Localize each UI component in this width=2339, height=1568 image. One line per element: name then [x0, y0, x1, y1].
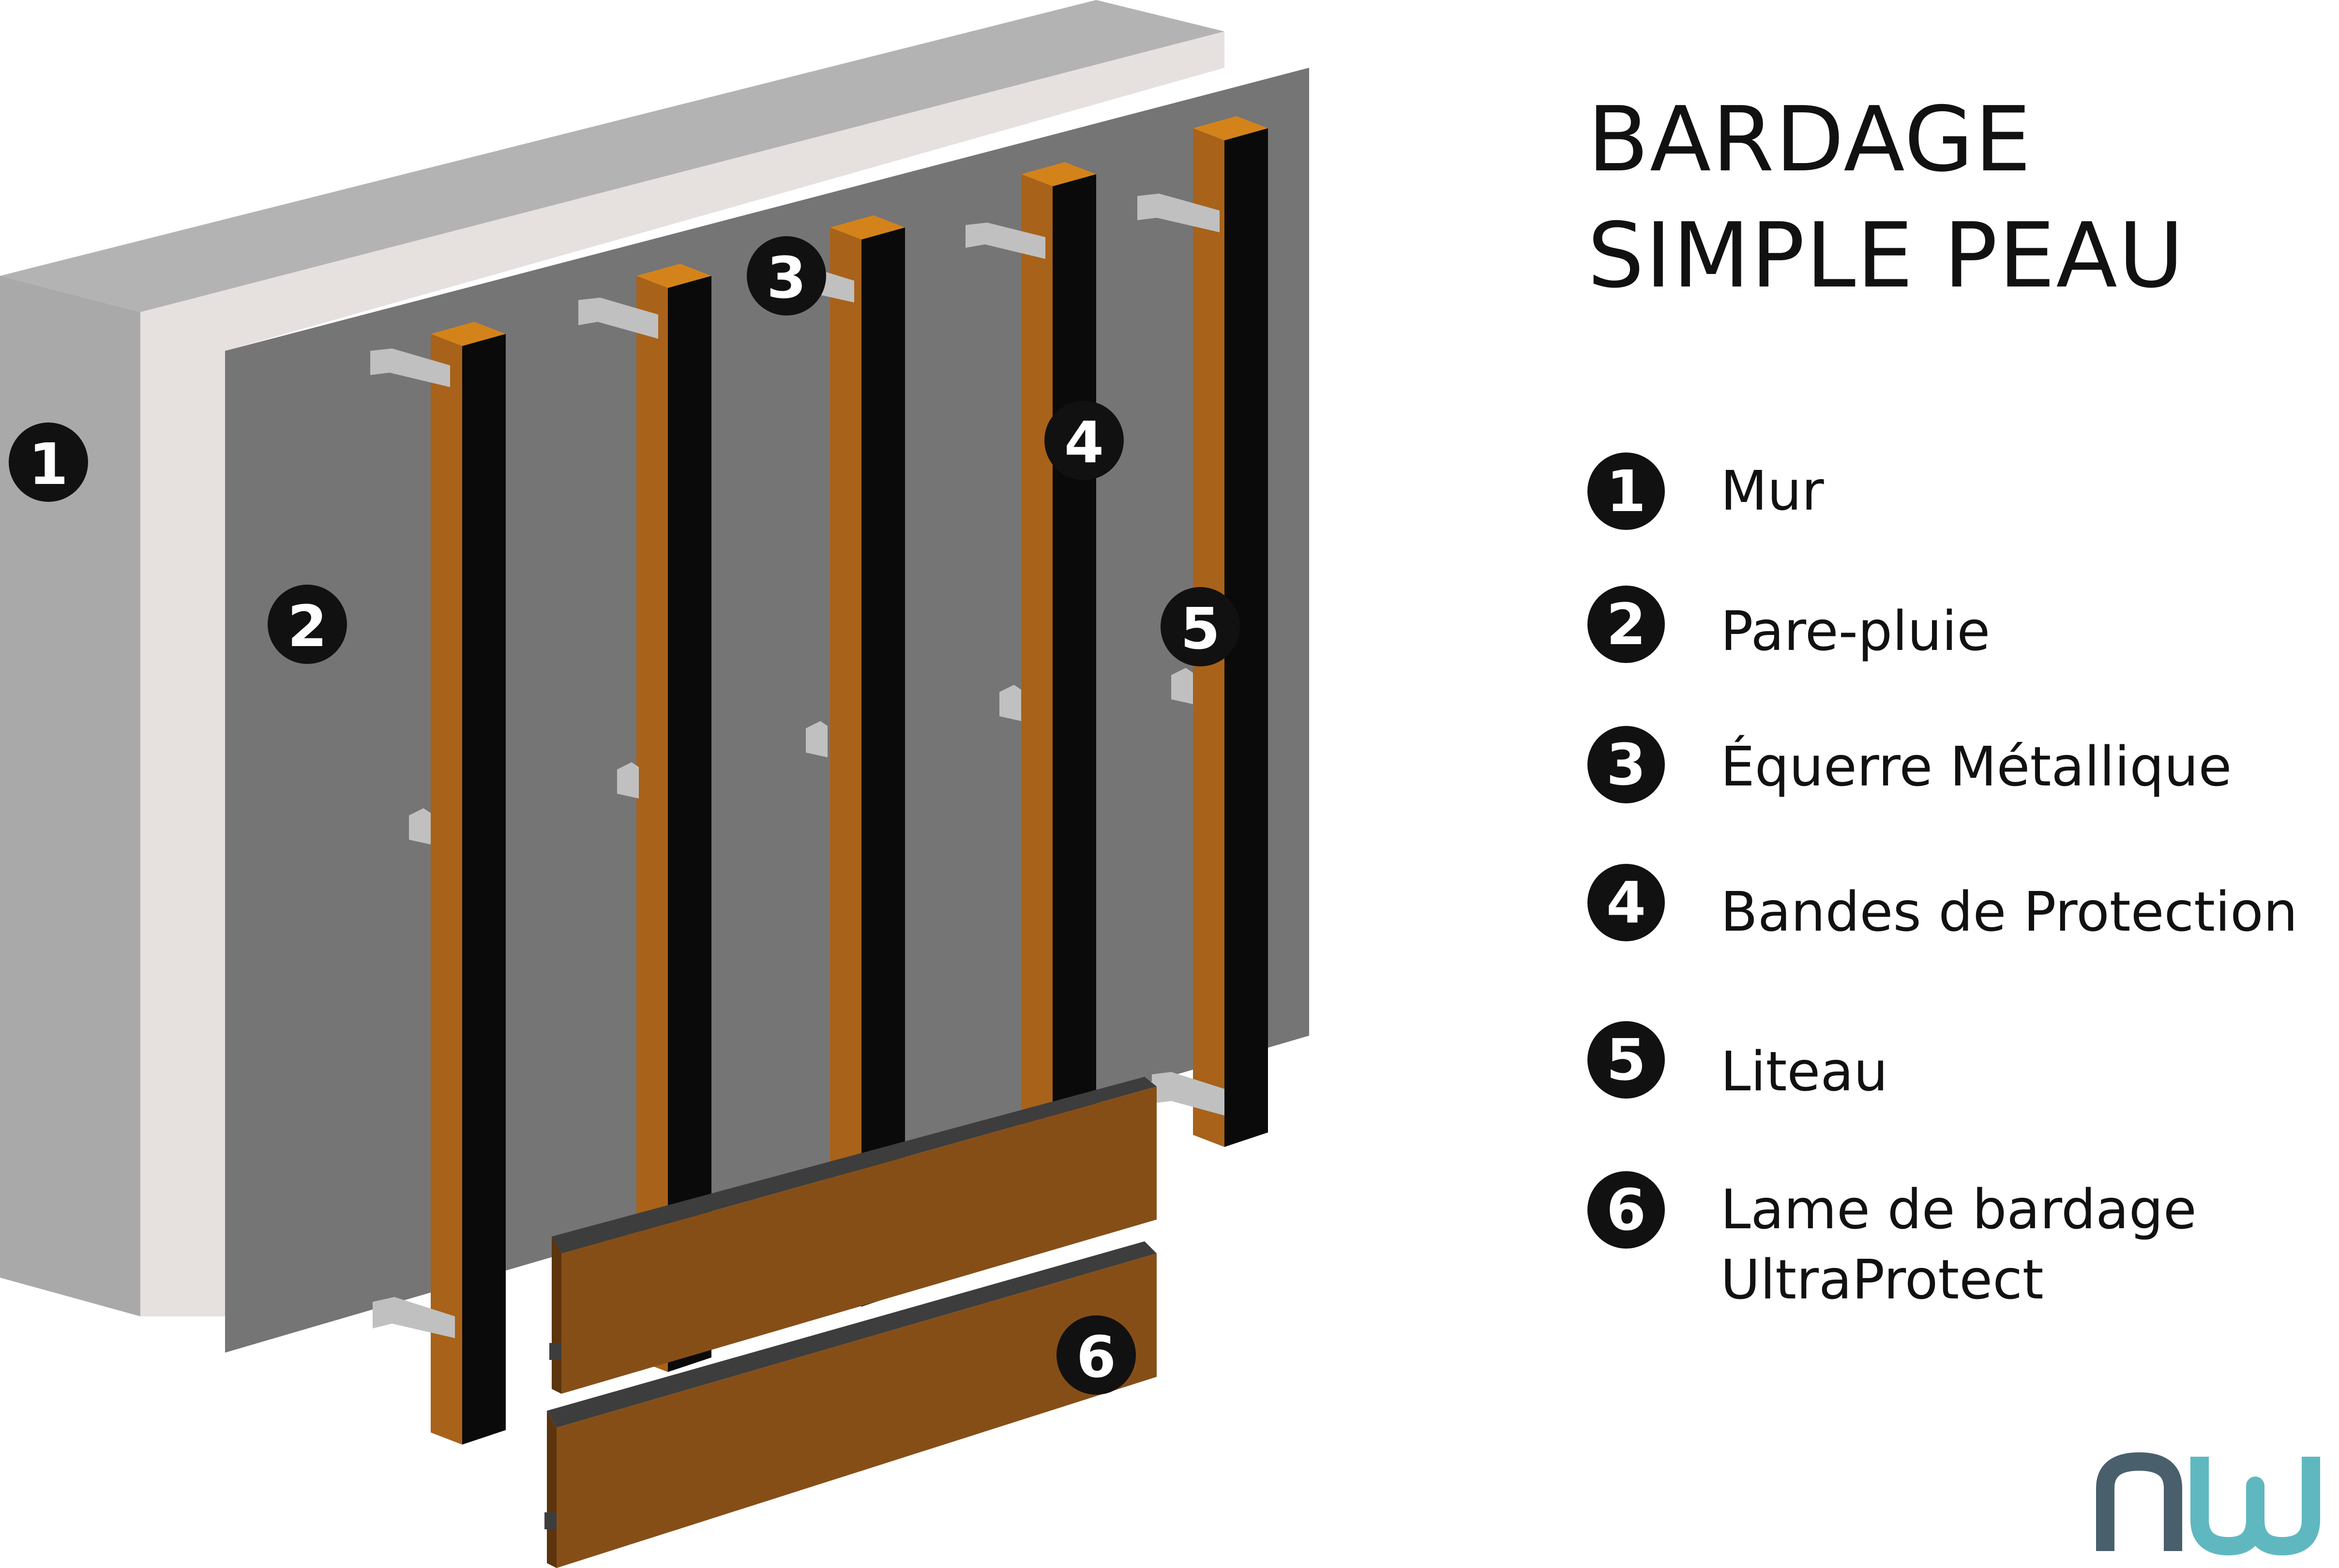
- marker-4: 4: [1044, 401, 1124, 480]
- marker-5: 5: [1161, 587, 1240, 666]
- batten-3: [830, 215, 905, 1307]
- legend-label-6: Lame de bardage: [1720, 1178, 2197, 1241]
- wall-front-face: [0, 276, 140, 1316]
- legend-number-6: 6: [1587, 1171, 1665, 1249]
- title-line-1: BARDAGE: [1587, 87, 2032, 192]
- legend-number-2: 2: [1587, 586, 1665, 663]
- legend-label-4: Bandes de Protection: [1720, 881, 2298, 944]
- marker-6: 6: [1056, 1315, 1136, 1395]
- marker-1: 1: [9, 422, 88, 502]
- marker-2: 2: [268, 585, 347, 664]
- logo-letter-w: [2190, 1457, 2320, 1555]
- batten-2: [636, 264, 711, 1372]
- legend-label-3: Équerre Métallique: [1720, 736, 2232, 799]
- legend-label-2: Pare-pluie: [1720, 600, 1991, 663]
- batten-4: [1021, 162, 1096, 1239]
- cladding-board-upper: [549, 1077, 1157, 1394]
- cladding-board-lower: [544, 1241, 1157, 1568]
- wall-top-face: [0, 0, 1224, 312]
- title-line-2: SIMPLE PEAU: [1587, 203, 2185, 308]
- svg-text:2: 2: [287, 593, 327, 660]
- legend-number-5: 5: [1587, 1021, 1665, 1099]
- svg-text:1: 1: [29, 431, 68, 498]
- logo-letter-n: [2096, 1452, 2182, 1551]
- nw-logo: [2096, 1452, 2320, 1555]
- svg-text:6: 6: [1076, 1324, 1116, 1390]
- legend-number-4: 4: [1587, 864, 1665, 941]
- legend-label-5: Liteau: [1720, 1040, 1888, 1103]
- svg-text:5: 5: [1180, 595, 1220, 662]
- legend-label-1: Mur: [1720, 460, 1824, 523]
- cladding-diagram: 1 2 3 4 5 6: [0, 0, 1309, 1568]
- marker-3: 3: [747, 236, 826, 316]
- legend-number-1: 1: [1587, 452, 1665, 530]
- svg-text:4: 4: [1064, 409, 1104, 476]
- legend-label-6-line-2: UltraProtect: [1720, 1249, 2044, 1312]
- legend-number-3: 3: [1587, 726, 1665, 803]
- batten-1: [431, 322, 506, 1445]
- svg-text:3: 3: [767, 244, 806, 311]
